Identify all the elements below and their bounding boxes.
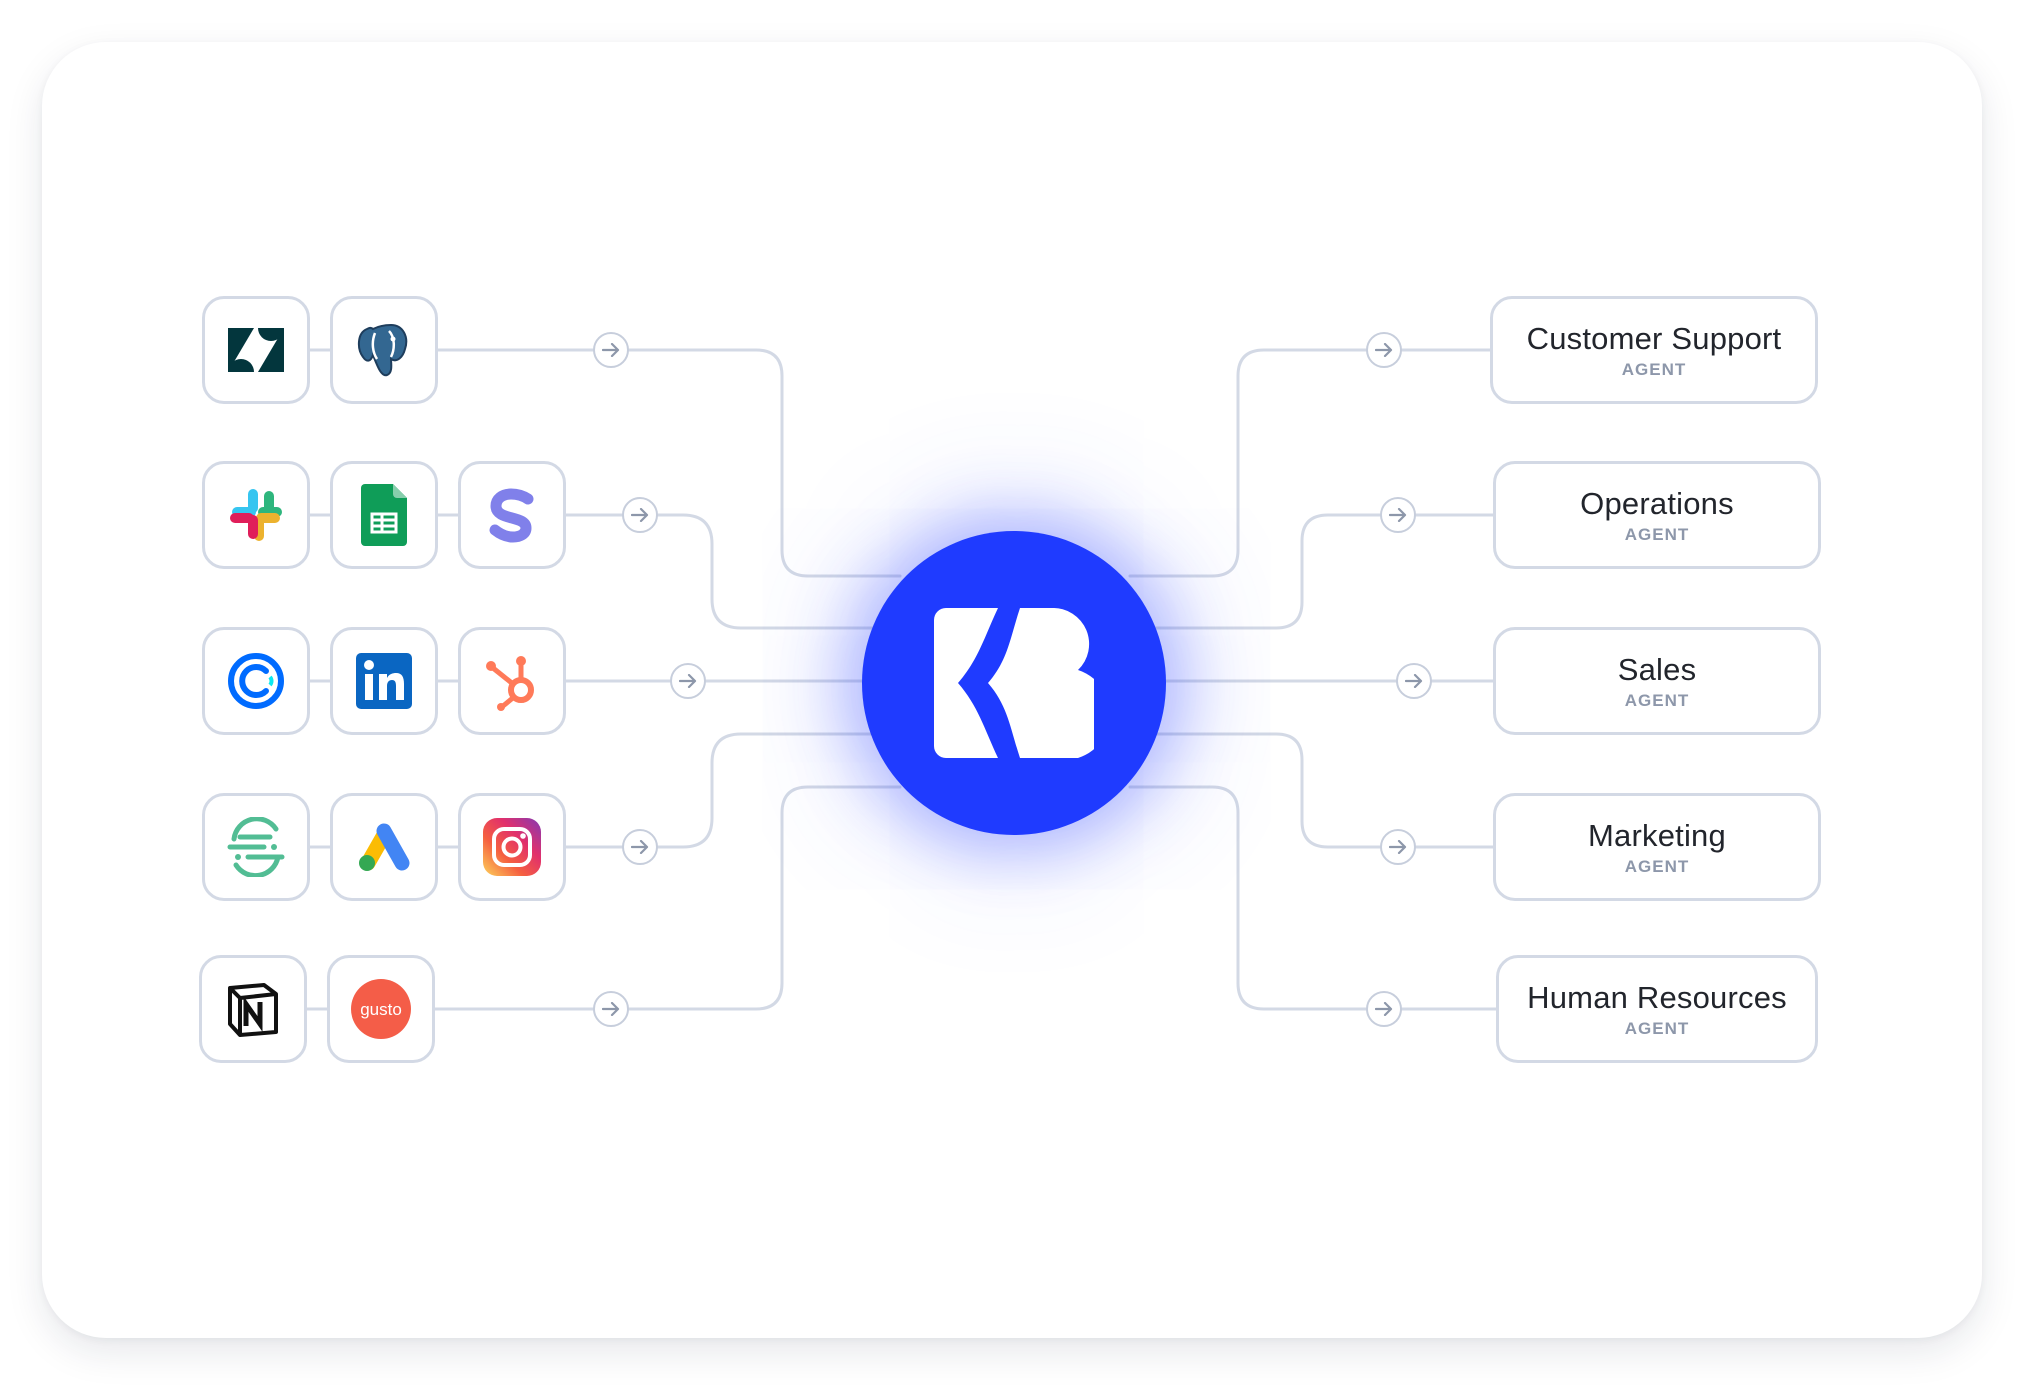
row-2-arrow-icon (622, 497, 658, 533)
zendesk-tile (202, 296, 310, 404)
agent-subtitle: AGENT (1624, 524, 1690, 544)
row-5-arrow-icon (593, 991, 629, 1027)
instagram-tile (458, 793, 566, 901)
agent-customer-support: Customer Support AGENT (1490, 296, 1818, 404)
slack-icon (230, 489, 282, 541)
agent-1-arrow-icon (1366, 332, 1402, 368)
linkedin-tile (330, 627, 438, 735)
row-1-arrow-icon (593, 332, 629, 368)
agent-name: Operations (1580, 485, 1734, 521)
segment-icon (227, 817, 285, 877)
agent-2-arrow-icon (1380, 497, 1416, 533)
row-3-arrow-icon (670, 663, 706, 699)
google-sheets-icon (361, 484, 407, 546)
agent-name: Marketing (1588, 817, 1726, 853)
agent-name: Human Resources (1527, 979, 1787, 1015)
slack-tile (202, 461, 310, 569)
agent-operations: Operations AGENT (1493, 461, 1821, 569)
gusto-tile: gusto (327, 955, 435, 1063)
instagram-icon (483, 818, 541, 876)
agent-subtitle: AGENT (1624, 856, 1690, 876)
central-hub (862, 531, 1166, 835)
hubspot-tile (458, 627, 566, 735)
gusto-icon: gusto (351, 979, 411, 1039)
linkedin-icon (356, 653, 412, 709)
agent-5-arrow-icon (1366, 991, 1402, 1027)
google-ads-tile (330, 793, 438, 901)
calendly-icon (228, 653, 284, 709)
brand-logo-icon (934, 608, 1094, 758)
calendly-tile (202, 627, 310, 735)
hubspot-icon (486, 656, 534, 711)
notion-icon (228, 983, 278, 1037)
google-sheets-tile (330, 461, 438, 569)
segment-tile (202, 793, 310, 901)
agent-subtitle: AGENT (1624, 690, 1690, 710)
agent-marketing: Marketing AGENT (1493, 793, 1821, 901)
agent-4-arrow-icon (1380, 829, 1416, 865)
gusto-wordmark: gusto (360, 1000, 402, 1019)
agent-name: Sales (1617, 651, 1697, 687)
zendesk-icon (228, 328, 284, 372)
agent-subtitle: AGENT (1624, 1018, 1690, 1038)
notion-tile (199, 955, 307, 1063)
stripe-tile (458, 461, 566, 569)
postgresql-tile (330, 296, 438, 404)
agent-human-resources: Human Resources AGENT (1496, 955, 1818, 1063)
agent-sales: Sales AGENT (1493, 627, 1821, 735)
agent-name: Customer Support (1526, 320, 1782, 356)
postgresql-icon (357, 323, 408, 377)
agent-subtitle: AGENT (1621, 359, 1687, 379)
google-ads-icon (359, 823, 410, 871)
agent-3-arrow-icon (1396, 663, 1432, 699)
row-4-arrow-icon (622, 829, 658, 865)
stripe-icon (489, 488, 534, 543)
